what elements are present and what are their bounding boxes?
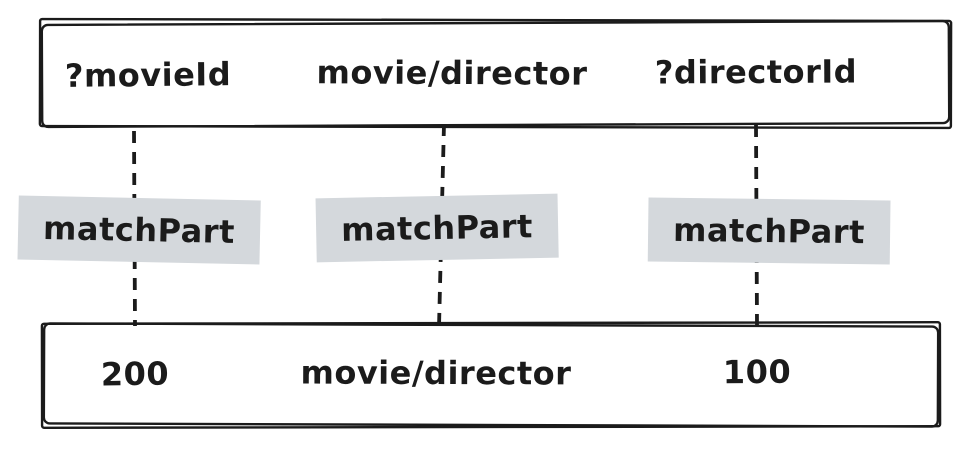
bottom-box-border	[40, 321, 942, 429]
dashed-connector-left	[132, 130, 137, 327]
top-cell-movie-id: ?movieId	[64, 55, 232, 95]
top-cell-predicate: movie/director	[316, 53, 588, 93]
top-cell-director-id: ?directorId	[654, 52, 858, 92]
bottom-cell-predicate: movie/director	[300, 353, 572, 393]
bottom-cell-movie-count: 200	[100, 354, 170, 394]
bottom-box	[40, 321, 942, 429]
bottom-box-border-double	[42, 322, 940, 428]
top-box-border	[38, 17, 953, 130]
match-part-label-right: matchPart	[647, 197, 891, 265]
dashed-connector-middle	[437, 123, 446, 328]
bottom-cell-director-count: 100	[722, 352, 792, 392]
match-part-label-left: matchPart	[17, 195, 261, 265]
match-part-label-middle: matchPart	[315, 193, 559, 263]
top-box-border-double	[40, 19, 951, 129]
top-box	[38, 17, 953, 130]
